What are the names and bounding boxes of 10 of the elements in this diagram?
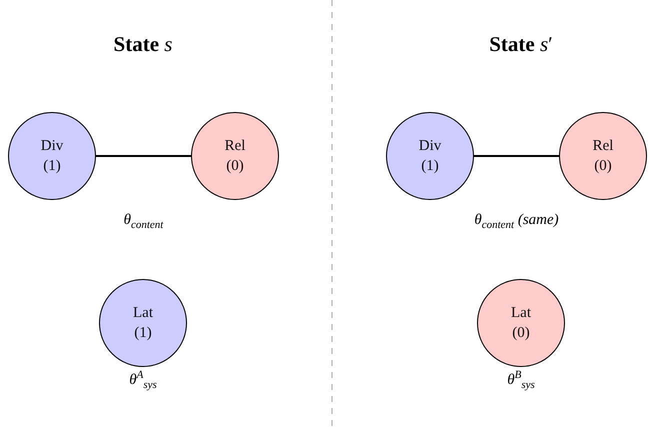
connector-line <box>96 155 191 157</box>
node-label: Lat (1) <box>132 304 154 343</box>
node-label: Div (1) <box>418 137 442 176</box>
node-label: Rel (0) <box>224 137 246 176</box>
state-heading: State s <box>112 32 174 57</box>
node-label: Div (1) <box>40 137 64 176</box>
node-label: Lat (0) <box>510 304 532 343</box>
connector-line <box>474 155 559 157</box>
node-label: Rel (0) <box>592 137 614 176</box>
state-heading: State s′ <box>488 32 554 57</box>
